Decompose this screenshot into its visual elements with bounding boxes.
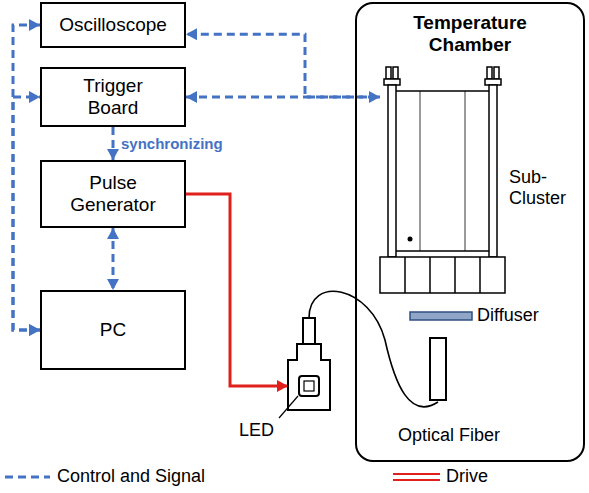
base-cell [429, 257, 431, 293]
box-label: PC [100, 319, 126, 341]
frame-bar [396, 250, 489, 252]
process-box: Oscilloscope [40, 2, 186, 48]
arrow-head [29, 324, 40, 336]
connector-pin [494, 67, 499, 79]
led-chip [304, 381, 314, 391]
connector-pin [393, 67, 398, 79]
fiber-tube [303, 318, 315, 346]
frame-cap [485, 79, 501, 85]
box-label: Pulse Generator [59, 172, 167, 216]
chamber-region: Temperature ChamberSub-Cluster [355, 2, 585, 462]
arrow-head [29, 19, 40, 31]
legend-red-sample [393, 473, 440, 475]
part-name: Diffuser [477, 305, 539, 326]
frame-post [489, 85, 497, 257]
arrow-head [107, 149, 119, 160]
led-chip [299, 376, 319, 396]
arrow-head [186, 91, 197, 103]
legend-text: Control and Signal [57, 466, 205, 487]
part-name: Optical Fiber [398, 425, 500, 446]
process-box: PC [40, 290, 186, 370]
connector-pin [386, 67, 391, 79]
connector [13, 25, 40, 330]
arrow-head [29, 324, 40, 336]
frame-rod [465, 91, 466, 251]
frame-rod [420, 91, 421, 251]
box-label: Oscilloscope [59, 14, 167, 36]
process-box: Pulse Generator [40, 160, 186, 228]
led-holder-drawing [283, 316, 335, 412]
frame-dot [408, 237, 413, 242]
process-box: Trigger Board [40, 67, 186, 127]
connector-pin [487, 67, 492, 79]
legend-dashed-sample [5, 476, 50, 479]
legend-text: Drive [446, 466, 488, 487]
sub-cluster-drawing [380, 67, 505, 295]
base-cell [479, 257, 481, 293]
frame-cap [384, 79, 400, 85]
base-block [380, 257, 505, 293]
connector [186, 34, 380, 97]
box-label: Trigger Board [59, 75, 167, 119]
leader-line [279, 396, 298, 418]
arrow-head [29, 91, 40, 103]
legend-red-sample [393, 479, 440, 481]
connector [186, 194, 288, 386]
chamber-title: Temperature Chamber [395, 12, 545, 56]
fiber-tube [430, 338, 446, 400]
arrow-head [107, 279, 119, 290]
arrow-head [186, 28, 197, 40]
base-cell [404, 257, 406, 293]
connector [186, 96, 380, 99]
sub-cluster-figure: Sub-Cluster [380, 67, 580, 295]
part-name: Sub-Cluster [509, 167, 577, 208]
diffuser-plate [410, 312, 472, 320]
arrow-head [277, 380, 288, 392]
connector [13, 97, 40, 330]
edge-label: synchronizing [120, 135, 224, 152]
frame-post [388, 85, 396, 257]
arrow-head [369, 91, 380, 103]
frame-bar [396, 90, 489, 92]
base-cell [454, 257, 456, 293]
part-name: LED [239, 420, 274, 441]
arrow-head [107, 228, 119, 239]
led-holder: LED [283, 316, 335, 412]
